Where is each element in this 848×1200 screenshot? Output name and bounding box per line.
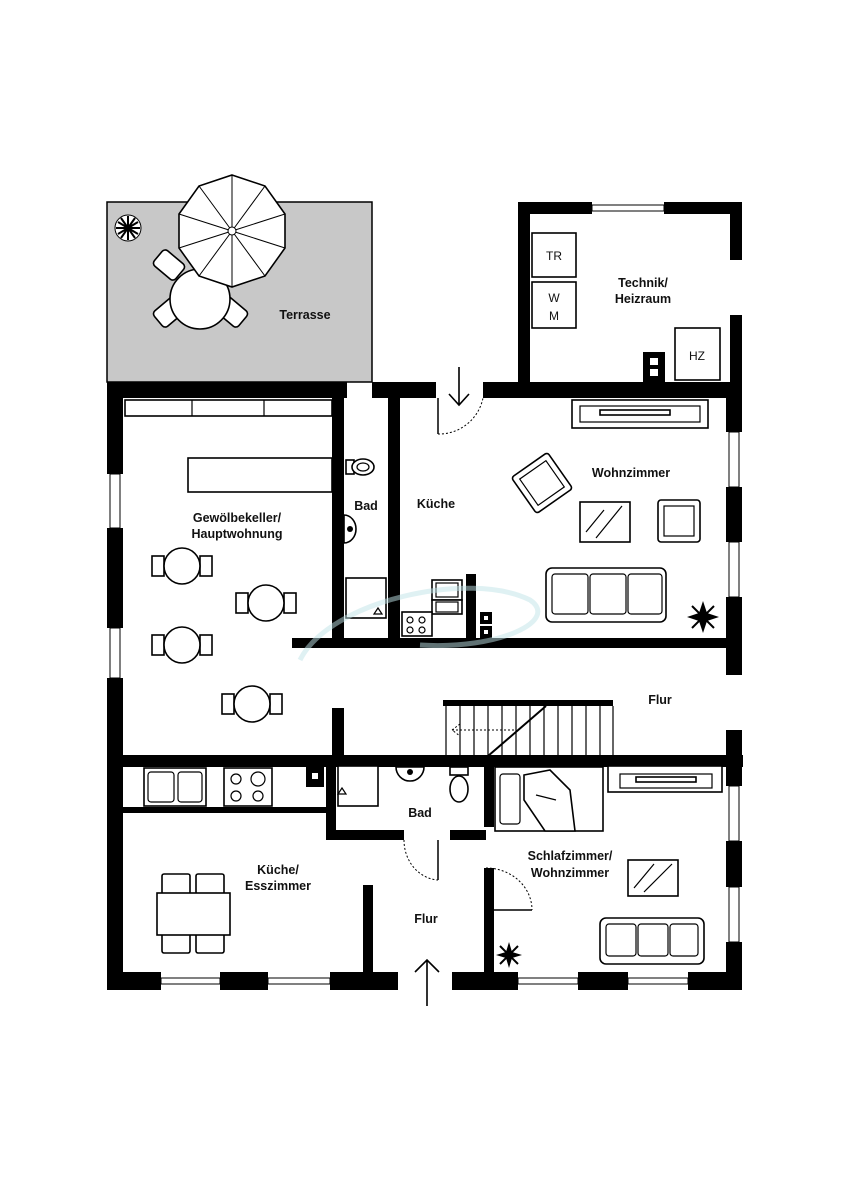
shower-icon	[345, 577, 387, 619]
room-label-technik-1: Technik/	[618, 276, 668, 290]
dryer-icon: TR	[531, 232, 577, 278]
room-label-bad-top: Bad	[354, 499, 378, 513]
shower-lower-icon	[336, 765, 379, 807]
sink-lower-icon	[395, 766, 425, 782]
room-label-gewoelbe-1: Gewölbekeller/	[193, 511, 282, 525]
toilet-icon	[345, 458, 375, 476]
staircase-icon	[443, 700, 614, 757]
room-label-kueche-esszimmer-1: Küche/	[257, 863, 299, 877]
room-label-bad-bottom: Bad	[408, 806, 432, 820]
room-label-kueche-top: Küche	[417, 497, 455, 511]
dining-table-lower-icon	[156, 873, 231, 954]
upper-unit-walls	[107, 382, 742, 766]
sofa-icon	[545, 567, 667, 623]
armchair-icon	[511, 452, 701, 543]
dryer-label: TR	[546, 249, 562, 263]
room-label-technik-2: Heizraum	[615, 292, 671, 306]
lower-unit-walls	[107, 708, 743, 990]
tv-sideboard-icon	[571, 399, 709, 429]
plant-icon	[687, 601, 719, 633]
room-label-terrasse: Terrasse	[279, 308, 330, 322]
kitchen-sink-icon	[143, 767, 207, 807]
technik-walls	[518, 202, 742, 385]
washer-label-1: W	[548, 291, 560, 305]
bedroom-door	[485, 867, 533, 911]
kitchen-island-icon	[187, 457, 333, 493]
sofa-lower-icon	[599, 917, 705, 965]
terrace-plant-icon	[114, 214, 142, 242]
room-label-flur-mid: Flur	[648, 693, 672, 707]
stove-icon	[223, 767, 273, 807]
wardrobe-icon	[124, 399, 333, 417]
toilet-lower-icon	[449, 766, 469, 803]
heating-label: HZ	[689, 349, 705, 363]
sink-icon	[343, 514, 357, 544]
heating-icon: HZ	[674, 327, 721, 381]
room-label-kueche-esszimmer-2: Esszimmer	[245, 879, 311, 893]
terrace-area: Terrasse	[106, 174, 373, 383]
room-label-wohnzimmer: Wohnzimmer	[592, 466, 670, 480]
washer-label-2: M	[549, 309, 559, 323]
plant-lower-icon	[496, 942, 522, 968]
coffee-table-icon	[579, 501, 631, 543]
room-label-schlafzimmer-2: Wohnzimmer	[531, 866, 609, 880]
upper-entry-door	[437, 367, 484, 435]
room-label-gewoelbe-2: Hauptwohnung	[192, 527, 283, 541]
tv-sideboard-lower-icon	[607, 765, 723, 793]
room-label-schlafzimmer-1: Schlafzimmer/	[528, 849, 613, 863]
room-label-flur-bottom: Flur	[414, 912, 438, 926]
bath-door	[403, 839, 439, 881]
dining-table-icon	[151, 547, 297, 723]
terrace-table-icon	[152, 249, 249, 330]
watermark-swoosh	[297, 585, 541, 662]
umbrella-icon	[178, 174, 286, 288]
entrance-arrow-icon	[414, 958, 440, 1006]
bed-icon	[494, 766, 604, 832]
coffee-table-lower-icon	[627, 859, 679, 897]
chimney-icon	[643, 352, 665, 382]
washer-icon: W M	[531, 281, 577, 329]
